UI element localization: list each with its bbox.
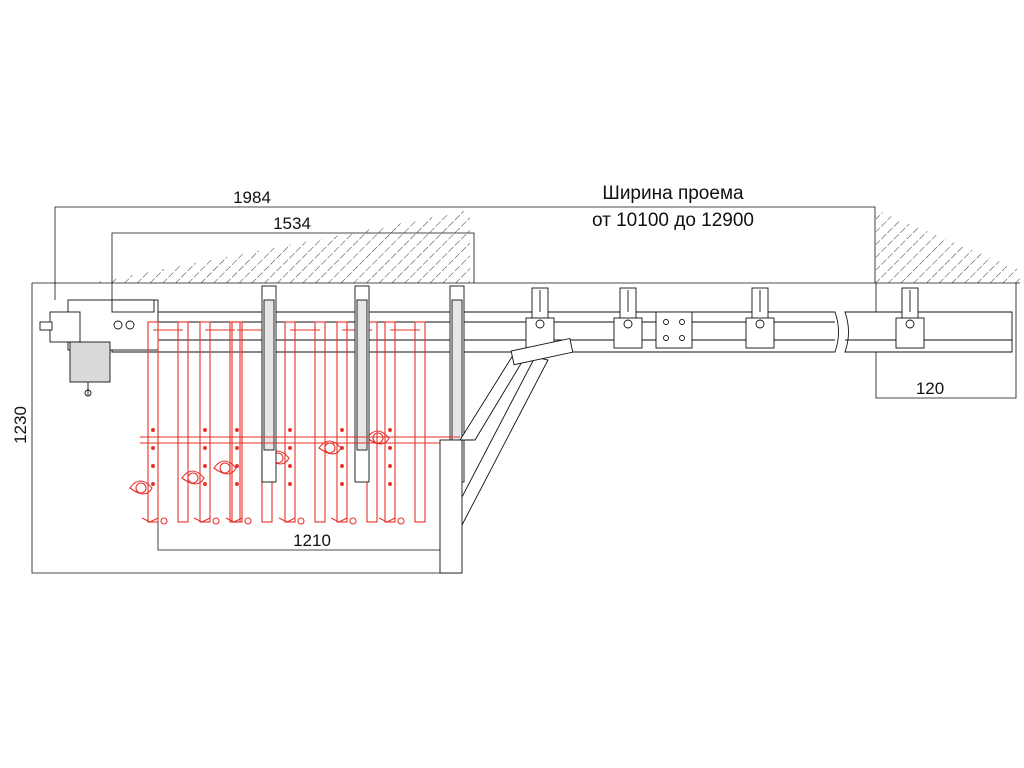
dim-opening-range: от 10100 до 12900 — [592, 210, 754, 231]
hanger-posts — [261, 285, 465, 483]
dim-opening-title: Ширина проема — [602, 183, 744, 204]
dim-end-gap: 120 — [916, 379, 944, 398]
ceiling-hatch-right — [876, 210, 1020, 283]
diagonal-strut — [439, 337, 574, 574]
rail-bracket — [525, 287, 555, 349]
rail-bracket — [613, 287, 643, 349]
dim-overall-width: 1984 — [233, 188, 271, 207]
dim-pack-width: 1210 — [293, 531, 331, 550]
rail-brackets — [525, 287, 925, 349]
ceiling-hatch-left — [92, 210, 470, 283]
gate-leaf — [129, 321, 189, 525]
hanger-post — [354, 285, 370, 483]
rail-bracket — [745, 287, 775, 349]
hanger-post — [261, 285, 277, 483]
gate-leaf — [266, 321, 326, 525]
dim-rail-width: 1534 — [273, 214, 311, 233]
rail-bracket-plate — [655, 311, 693, 349]
dim-overall-height: 1230 — [11, 406, 30, 444]
middle-rails — [140, 436, 460, 444]
gate-leaf — [366, 321, 426, 525]
rail-bracket — [895, 287, 925, 349]
gate-leaves — [129, 321, 426, 525]
motor-drive-unit — [39, 299, 159, 397]
